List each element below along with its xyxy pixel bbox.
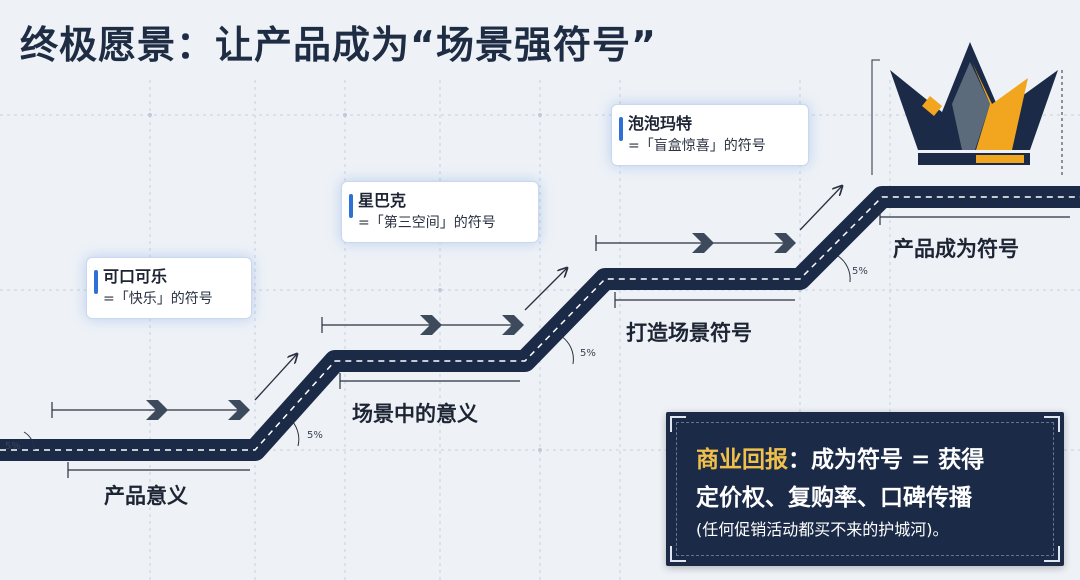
stage-label-build-symbol: 打造场景符号 xyxy=(626,321,752,345)
box-highlight: 商业回报 xyxy=(696,447,788,473)
callout-cocacola: 可口可乐 =「快乐」的符号 xyxy=(86,257,252,319)
callout-brand: 星巴克 xyxy=(358,191,407,210)
chevron-icon xyxy=(420,315,442,335)
page-title: 终极愿景：让产品成为“场景强符号” xyxy=(20,23,657,67)
slope-label: 5% xyxy=(580,348,596,359)
box-line-3: (任何促销活动都买不来的护城河)。 xyxy=(696,520,949,539)
callout-starbucks: 星巴克 =「第三空间」的符号 xyxy=(341,181,539,243)
callout-brand: 可口可乐 xyxy=(103,267,168,286)
chevron-icon xyxy=(502,315,524,335)
dimension-lines xyxy=(51,209,1070,478)
chevron-icon xyxy=(146,400,168,420)
stage-label-become-symbol: 产品成为符号 xyxy=(893,237,1019,261)
chevron-icon xyxy=(692,233,714,253)
business-return-box: 商业回报：成为符号 = 获得 定价权、复购率、口碑传播 (任何促销活动都买不来的… xyxy=(666,412,1064,566)
callout-brand: 泡泡玛特 xyxy=(628,114,693,133)
slope-label: 5% xyxy=(307,430,323,441)
box-dashed-border xyxy=(676,422,1054,556)
chevron-icons xyxy=(146,233,796,420)
slope-label: 5% xyxy=(5,441,21,452)
box-line-2: 定价权、复购率、口碑传播 xyxy=(696,485,972,511)
callout-popmart: 泡泡玛特 =「盲盒惊喜」的符号 xyxy=(611,104,809,166)
crown-icon xyxy=(871,42,1063,175)
road-center-dashes xyxy=(0,196,1080,451)
stage-label-product-meaning: 产品意义 xyxy=(104,484,188,508)
slope-arrows xyxy=(254,186,842,401)
chevron-icon xyxy=(774,233,796,253)
callout-desc: =「第三空间」的符号 xyxy=(358,215,496,231)
corner-mark xyxy=(670,546,686,562)
corner-mark xyxy=(1044,416,1060,432)
chevron-icon xyxy=(228,400,250,420)
box-line-1: 商业回报：成为符号 = 获得 xyxy=(696,440,984,474)
callout-desc: =「盲盒惊喜」的符号 xyxy=(628,138,766,154)
corner-mark xyxy=(1044,546,1060,562)
box-line-1-rest: ：成为符号 = 获得 xyxy=(788,447,985,473)
angle-arcs xyxy=(23,255,851,451)
slope-label: 5% xyxy=(852,266,868,277)
callout-desc: =「快乐」的符号 xyxy=(103,291,213,307)
stage-label-scene-meaning: 场景中的意义 xyxy=(352,402,478,426)
corner-mark xyxy=(670,416,686,432)
